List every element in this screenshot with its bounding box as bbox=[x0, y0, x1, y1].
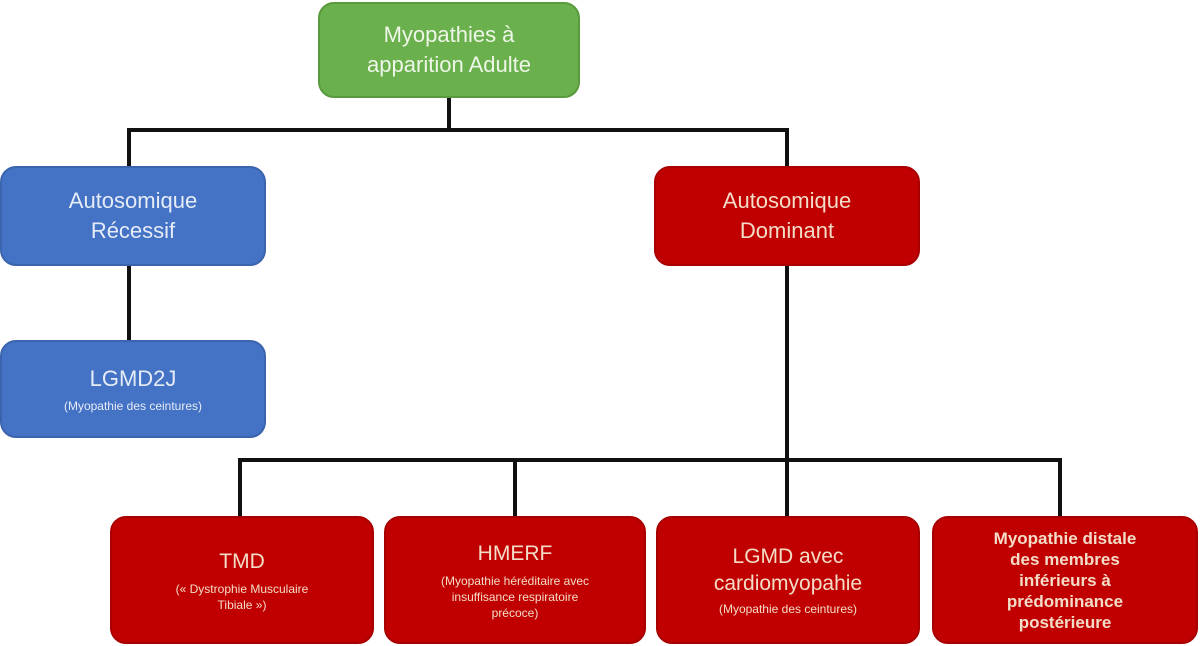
node-lgmd-cardiomyopathie: LGMD avec cardiomyopahie (Myopathie des … bbox=[656, 516, 920, 644]
node-lgmd2j: LGMD2J (Myopathie des ceintures) bbox=[0, 340, 266, 438]
node-title: Myopathie distale des membres inférieurs… bbox=[993, 528, 1137, 632]
node-title: HMERF bbox=[477, 542, 553, 565]
node-title: Myopathies à apparition Adulte bbox=[367, 22, 531, 77]
node-title: LGMD2J bbox=[89, 366, 177, 391]
node-title: TMD bbox=[219, 550, 265, 573]
node-title: Autosomique Dominant bbox=[722, 188, 852, 243]
node-tmd: TMD (« Dystrophie Musculaire Tibiale ») bbox=[110, 516, 374, 644]
node-subtitle: (« Dystrophie Musculaire Tibiale ») bbox=[175, 582, 309, 612]
node-autosomique-dominant: Autosomique Dominant bbox=[654, 166, 920, 266]
node-subtitle: (Myopathie des ceintures) bbox=[63, 399, 203, 413]
node-myopathies-adulte: Myopathies à apparition Adulte bbox=[318, 2, 580, 98]
node-hmerf: HMERF (Myopathie héréditaire avec insuff… bbox=[384, 516, 646, 644]
node-myopathie-distale: Myopathie distale des membres inférieurs… bbox=[932, 516, 1198, 644]
node-subtitle: (Myopathie héréditaire avec insuffisance… bbox=[440, 574, 590, 620]
node-title: LGMD avec cardiomyopahie bbox=[713, 545, 863, 595]
node-autosomique-recessif: Autosomique Récessif bbox=[0, 166, 266, 266]
node-subtitle: (Myopathie des ceintures) bbox=[718, 602, 858, 616]
node-title: Autosomique Récessif bbox=[68, 188, 198, 243]
